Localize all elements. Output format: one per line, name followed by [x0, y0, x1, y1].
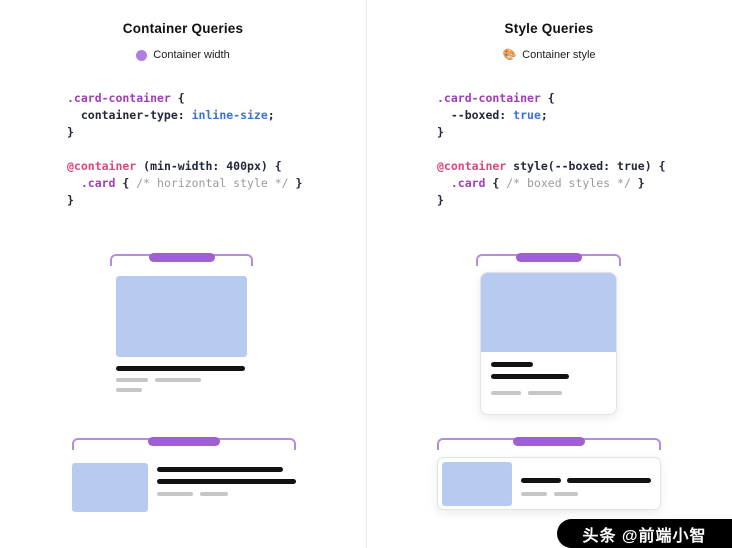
boxed-card-title-bar — [491, 362, 533, 367]
container-style-legend-label: Container style — [522, 49, 596, 61]
horizontal-card-image-placeholder — [72, 463, 148, 512]
boxed-card-text-row — [521, 492, 578, 496]
vertical-card-title-bar — [116, 366, 245, 371]
style-queries-title: Style Queries — [504, 21, 594, 36]
container-style-pill-icon — [513, 436, 585, 446]
horizontal-card-title-bar-2 — [157, 479, 296, 484]
watermark-badge: 头条 @前端小智 — [557, 519, 732, 548]
text-bar — [491, 391, 521, 395]
container-style-legend: 🎨 Container style — [366, 49, 732, 61]
container-width-pill-icon — [148, 436, 220, 446]
boxed-vertical-card — [480, 272, 617, 415]
vertical-card-image-placeholder — [116, 276, 247, 357]
horizontal-card-text-row — [157, 492, 228, 496]
text-bar — [116, 388, 142, 392]
text-bar — [155, 378, 201, 382]
boxed-card-image-placeholder — [481, 273, 616, 352]
vertical-card-text-row — [116, 378, 201, 382]
text-bar — [200, 492, 228, 496]
container-width-bracket-top — [110, 252, 253, 266]
column-divider — [366, 0, 367, 548]
boxed-card-title-bar — [521, 478, 561, 483]
text-bar — [554, 492, 578, 496]
text-bar — [157, 492, 193, 496]
container-width-dot-icon — [136, 49, 148, 61]
boxed-card-text-row — [491, 391, 562, 395]
text-bar — [528, 391, 562, 395]
container-style-bracket-bottom — [437, 436, 661, 450]
container-queries-title: Container Queries — [122, 21, 244, 36]
horizontal-card-title-bar — [157, 467, 283, 472]
container-style-bracket-top — [476, 252, 621, 266]
style-queries-code-block: .card-container { --boxed: true;} @conta… — [437, 91, 666, 207]
boxed-card-title-bar-2 — [567, 478, 651, 483]
text-bar — [521, 492, 547, 496]
container-width-bracket-bottom — [72, 436, 296, 450]
boxed-horizontal-card — [437, 457, 661, 510]
boxed-card-title-bar-2 — [491, 374, 569, 379]
palette-icon: 🎨 — [502, 48, 517, 61]
boxed-card-image-placeholder — [442, 462, 512, 506]
container-width-pill-icon — [148, 252, 215, 262]
container-queries-code-block: .card-container { container-type: inline… — [67, 91, 303, 207]
container-width-legend: Container width — [0, 49, 366, 61]
container-style-pill-icon — [515, 252, 582, 262]
container-width-legend-label: Container width — [153, 49, 230, 61]
text-bar — [116, 378, 148, 382]
